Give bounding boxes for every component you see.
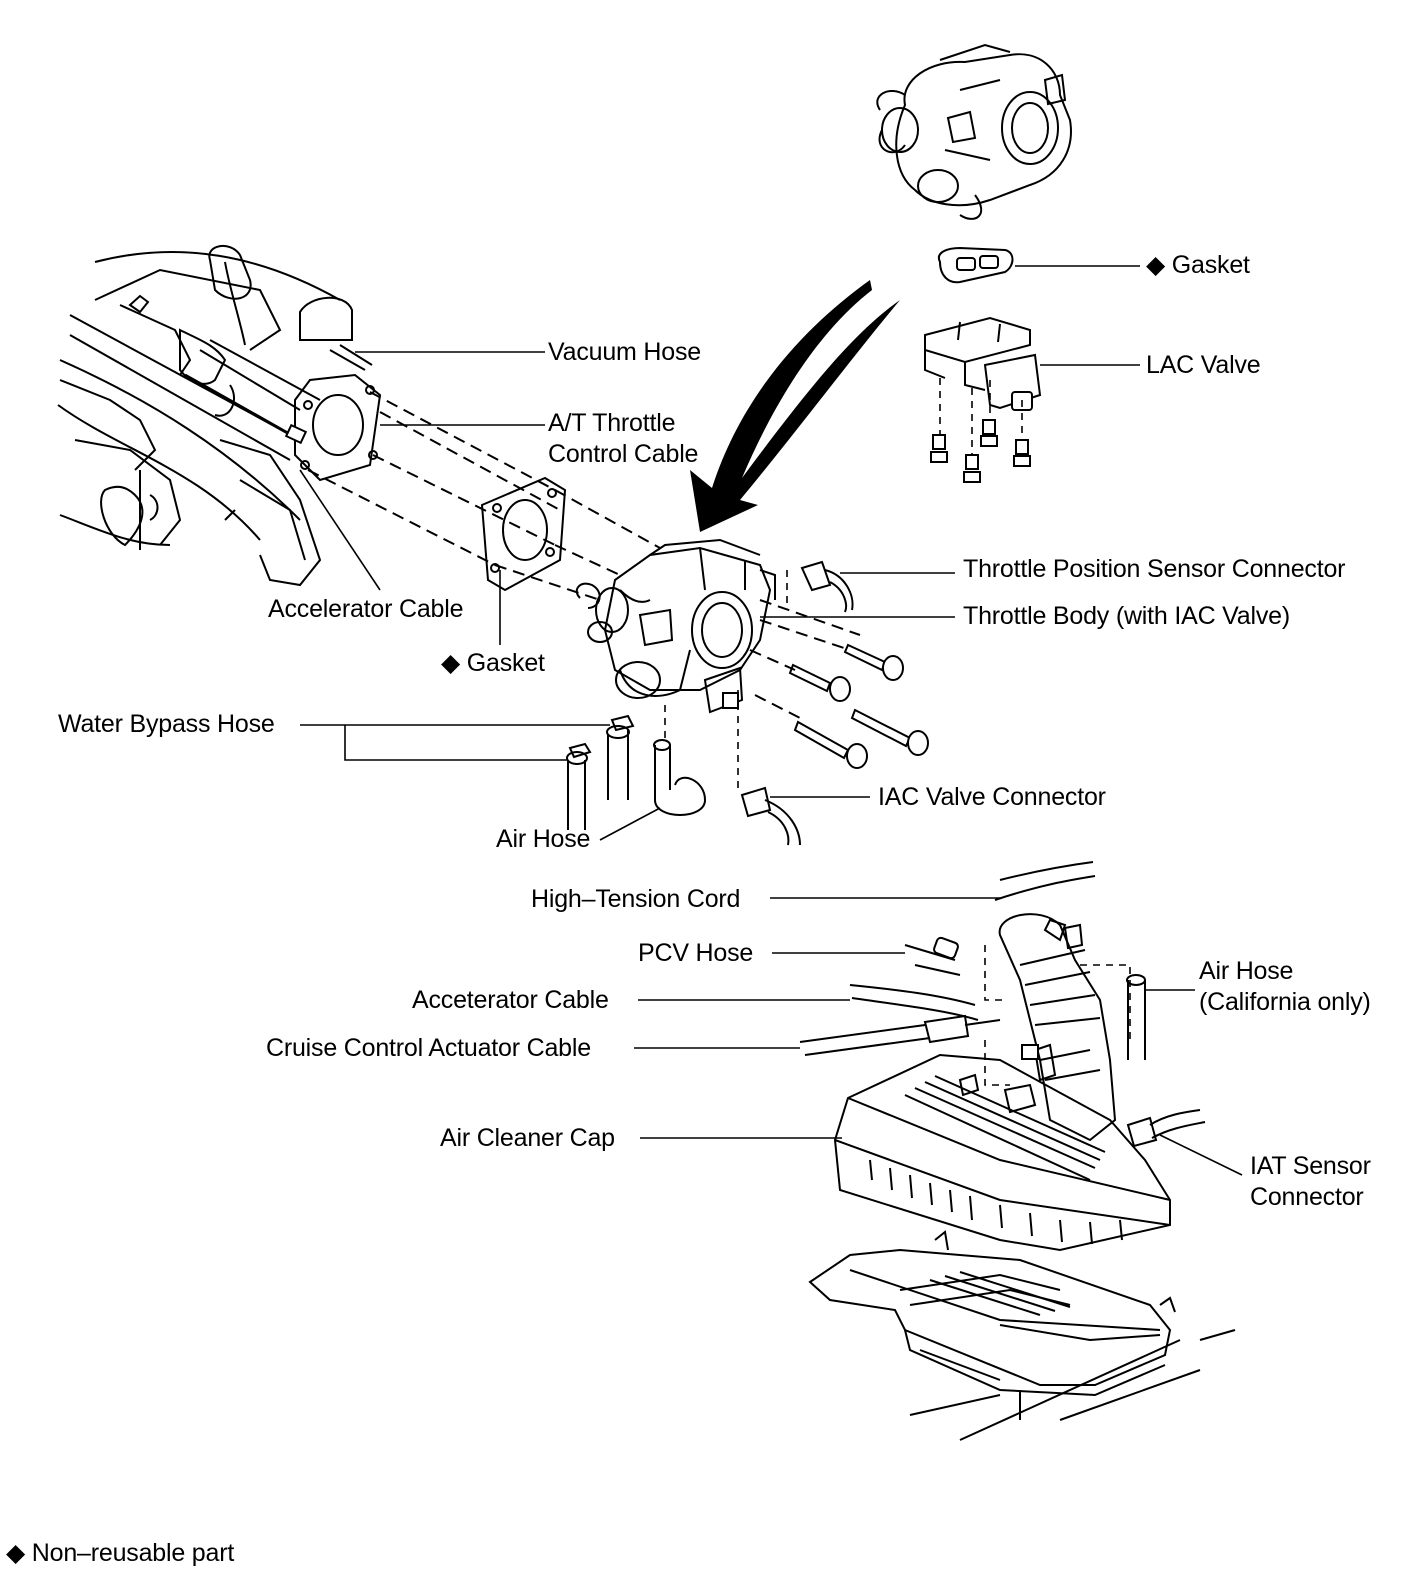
legend: ◆ Non–reusable part [6,1538,234,1569]
tps-connector-label: Throttle Position Sensor Connector [963,555,1346,583]
throttle-gasket-drawing [480,476,567,592]
lac-valve-drawing [924,316,1042,483]
gasket-mid-label: ◆ Gasket [441,648,545,679]
iac-valve-connector-label: IAC Valve Connector [878,783,1106,811]
water-bypass-hose-label: Water Bypass Hose [58,710,275,738]
at-throttle-label-line1: A/T Throttle [548,409,676,437]
at-throttle-label-line2: Control Cable [548,440,699,468]
iac-connector-drawing [740,786,801,846]
pcv-hose-label: PCV Hose [638,939,754,967]
alignment-dashes [307,391,861,790]
leader-lines-bottom [634,897,1243,1176]
non-reusable-diamond-icon: ◆ [6,1539,26,1567]
inset-throttle-body-drawing [876,43,1072,220]
acceterator-cable-label: Acceterator Cable [412,986,609,1014]
air-hose-california-label-line2: (California only) [1199,988,1371,1016]
high-tension-cord-label: High–Tension Cord [531,885,741,913]
non-reusable-diamond-icon: ◆ [1146,251,1166,279]
vacuum-hose-label: Vacuum Hose [548,338,701,366]
throttle-body-label: Throttle Body (with IAC Valve) [963,602,1290,630]
leader-lines [299,351,955,841]
gasket-mid-text: Gasket [466,649,545,677]
air-hose-label: Air Hose [496,825,591,853]
tps-connector-drawing [800,560,854,613]
accelerator-cable-label: Accelerator Cable [268,595,464,623]
air-cleaner-cap-label: Air Cleaner Cap [440,1124,615,1152]
gasket-top-text: Gasket [1171,251,1250,279]
throttle-bolts-drawing [788,643,929,769]
legend-text: Non–reusable part [31,1539,235,1567]
non-reusable-diamond-icon: ◆ [441,649,461,677]
bypass-hoses-drawing [566,714,707,830]
intake-manifold-drawing [57,245,382,587]
air-hose-california-label-line1: Air Hose [1199,957,1294,985]
lac-valve-label: LAC Valve [1146,351,1261,379]
cruise-control-cable-label: Cruise Control Actuator Cable [266,1034,591,1062]
iat-sensor-label-line2: Connector [1250,1183,1364,1211]
air-cleaner-drawing [799,861,1236,1441]
throttle-body-drawing [575,538,776,714]
iat-sensor-label-line1: IAT Sensor [1250,1152,1371,1180]
assembly-arrow-icon [690,280,900,532]
lac-gasket-drawing [937,246,1014,284]
gasket-top-label: ◆ Gasket [1146,250,1250,281]
